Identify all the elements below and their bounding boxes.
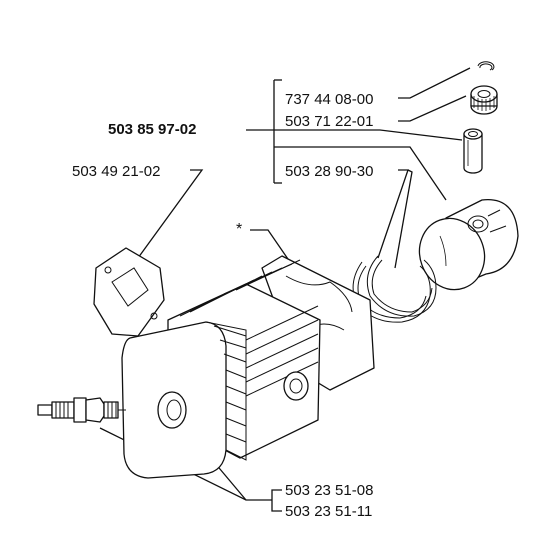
kit-bracket — [246, 79, 282, 184]
label-spark-plug-a: 503 23 51-08 — [285, 482, 373, 499]
label-circlip: 737 44 08-00 — [285, 91, 373, 108]
label-kit: 503 85 97-02 — [108, 121, 196, 138]
label-needle-bearing: 503 71 22-01 — [285, 113, 373, 130]
label-piston-rings: 503 28 90-30 — [285, 163, 373, 180]
label-spark-plug-b: 503 23 51-11 — [285, 503, 372, 520]
circlip-part — [477, 61, 495, 71]
piston-pin-part — [463, 128, 483, 174]
asterisk-mark: * — [236, 221, 242, 238]
cylinder-part — [121, 255, 375, 479]
gasket-part — [93, 247, 165, 337]
piston-rings-part — [352, 255, 437, 323]
spark-plug-part — [37, 397, 126, 423]
piston-part — [418, 199, 519, 291]
label-gasket: 503 49 21-02 — [72, 163, 160, 180]
needle-bearing-part — [470, 85, 498, 115]
